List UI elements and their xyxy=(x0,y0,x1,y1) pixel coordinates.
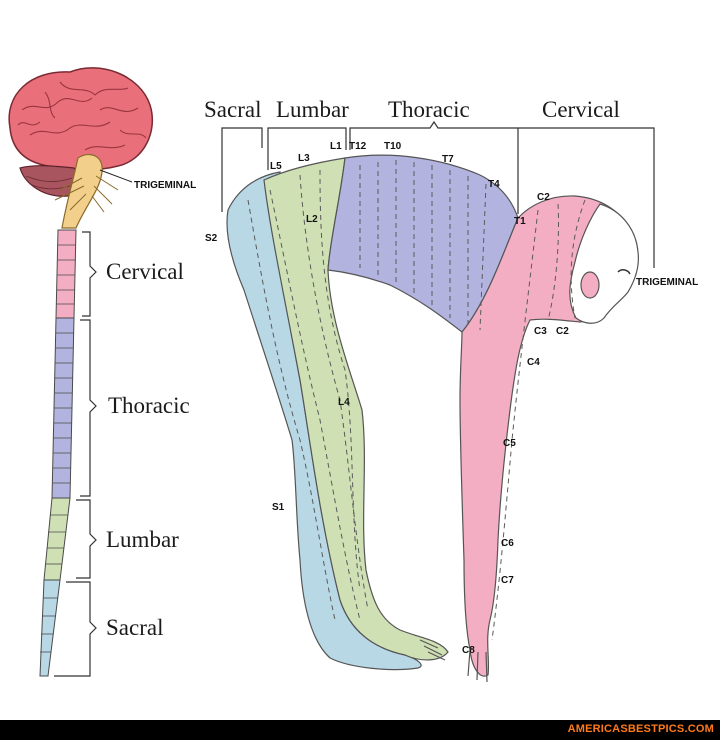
dermatome-l2: L2 xyxy=(306,214,318,225)
body-figure xyxy=(226,154,639,683)
dermatome-l1: L1 xyxy=(330,141,342,152)
dermatome-c7: C7 xyxy=(501,575,514,586)
dermatome-c4: C4 xyxy=(527,357,540,368)
dermatome-c2: C2 xyxy=(556,326,569,337)
trigeminal-label-right: TRIGEMINAL xyxy=(636,277,698,288)
brace-thoracic xyxy=(80,319,97,497)
top-brace-sacral xyxy=(221,127,263,212)
dermatome-s2: S2 xyxy=(205,233,218,244)
top-label-lumbar: Lumbar xyxy=(276,97,349,122)
dermatome-c3: C3 xyxy=(534,326,547,337)
dermatome-c5: C5 xyxy=(503,438,516,449)
dermatome-s1: S1 xyxy=(272,502,285,513)
top-label-cervical: Cervical xyxy=(542,97,620,122)
spine-label-lumbar: Lumbar xyxy=(106,527,179,552)
hand-fingers xyxy=(467,649,488,683)
trigeminal-label-left: TRIGEMINAL xyxy=(134,180,196,191)
spine-braces xyxy=(54,231,97,677)
dermatome-l4: L4 xyxy=(338,397,350,408)
dermatome-l5: L5 xyxy=(270,161,282,172)
top-braces xyxy=(221,120,655,268)
dermatome-diagram: Cervical Thoracic Lumbar Sacral Sacral L… xyxy=(8,67,698,683)
foot-toes xyxy=(419,639,446,661)
brain-and-spinal-cord xyxy=(8,67,154,677)
spine-label-cervical: Cervical xyxy=(106,259,184,284)
eye xyxy=(617,269,631,275)
dermatome-c8: C8 xyxy=(462,645,475,656)
watermark-credit[interactable]: AMERICASBESTPICS.COM xyxy=(567,723,714,735)
footer-bar: AMERICASBESTPICS.COM xyxy=(0,720,720,740)
spine-label-sacral: Sacral xyxy=(106,615,163,640)
dermatome-labels: S2 L5 L3 L1 T12 T10 T7 T4 C2 T1 L2 C3 C2… xyxy=(205,141,569,656)
ear xyxy=(580,271,600,299)
dermatome-t10: T10 xyxy=(384,141,402,152)
top-label-sacral: Sacral xyxy=(204,97,261,122)
dermatome-t12: T12 xyxy=(349,141,367,152)
brain-cerebrum xyxy=(8,67,154,171)
cord-lumbar xyxy=(43,497,71,581)
cord-sacral xyxy=(39,579,61,677)
brace-lumbar xyxy=(76,499,97,579)
top-brace-cervical xyxy=(518,127,655,268)
top-brace-lumbar xyxy=(267,127,347,170)
spine-label-thoracic: Thoracic xyxy=(108,393,190,418)
cord-cervical xyxy=(55,229,77,319)
dermatome-l3: L3 xyxy=(298,153,310,164)
dermatome-boundaries xyxy=(247,160,586,641)
top-label-thoracic: Thoracic xyxy=(388,97,470,122)
dermatome-t4: T4 xyxy=(488,179,500,190)
brace-sacral xyxy=(54,581,97,677)
dermatome-c6: C6 xyxy=(501,538,514,549)
brace-cervical xyxy=(82,231,97,317)
dermatome-t7: T7 xyxy=(442,154,454,165)
dermatome-c2-top: C2 xyxy=(537,192,550,203)
brain-gyri xyxy=(17,81,147,151)
dermatome-t1: T1 xyxy=(514,216,526,227)
